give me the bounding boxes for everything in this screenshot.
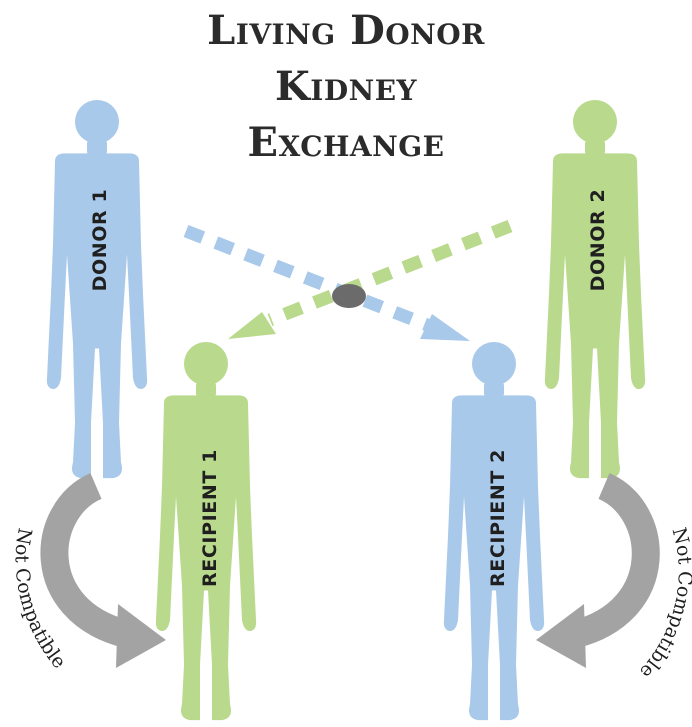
recipient-2-label: RECIPIENT 2	[487, 449, 509, 587]
exchange-center-dot	[332, 284, 366, 308]
not-compatible-arrow-left	[54, 486, 166, 668]
title-line-3: Exchange	[247, 119, 444, 166]
exchange-arrow-donor1-to-recipient2	[186, 231, 470, 341]
not-compatible-arrow-right	[536, 486, 646, 668]
exchange-arrow-donor2-to-recipient1	[228, 226, 510, 339]
title: Living Donor Kidney Exchange	[207, 7, 485, 166]
donor-2-label: DONOR 2	[587, 189, 609, 292]
title-line-1: Living Donor	[207, 7, 485, 54]
title-line-2: Kidney	[275, 63, 418, 110]
recipient-1-label: RECIPIENT 1	[199, 449, 221, 587]
donor-1-label: DONOR 1	[89, 189, 111, 292]
